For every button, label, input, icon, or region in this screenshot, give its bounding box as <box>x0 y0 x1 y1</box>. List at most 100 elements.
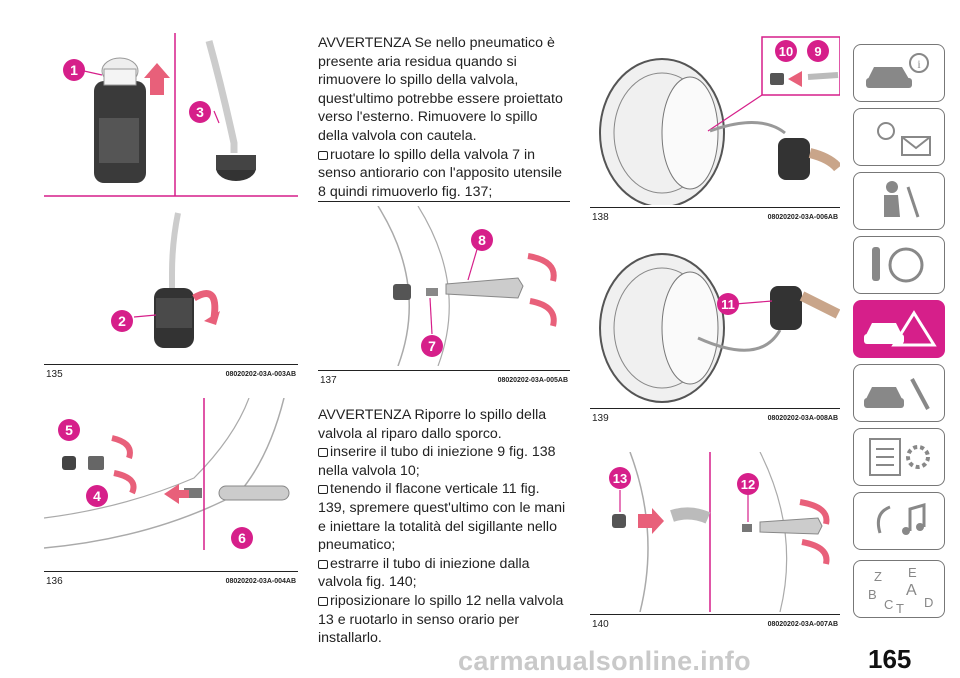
index-icon: Z E B A C T D <box>868 565 933 616</box>
multimedia-icon <box>876 503 926 535</box>
step-insert-tube: inserire il tubo di iniezione 9 fig. 138… <box>318 443 570 480</box>
figure-135-code: 08020202-03A-003AB <box>225 371 296 378</box>
figure-139-rule <box>590 408 840 409</box>
figure-136-number: 136 <box>46 576 63 587</box>
callout-5 <box>58 419 80 441</box>
figure-137-rule <box>318 370 570 371</box>
callout-10-label: 10 <box>779 44 793 59</box>
figure-136: 5 4 6 <box>43 397 298 550</box>
step-squeeze-bottle: tenendo il flacone verticale 11 fig. 139… <box>318 480 570 554</box>
callout-7 <box>421 335 443 357</box>
callout-7-label: 7 <box>428 338 436 354</box>
figure-136-illustration: 5 4 6 <box>43 397 298 550</box>
callout-3 <box>189 101 211 123</box>
callout-1 <box>63 59 85 81</box>
svg-text:i: i <box>917 57 921 71</box>
sidebar-tab-technical-data[interactable] <box>853 428 945 486</box>
figure-137-top-rule <box>318 201 570 202</box>
figure-140: 13 12 <box>590 451 840 613</box>
callout-13-label: 13 <box>613 471 627 486</box>
bullet-icon <box>318 596 328 606</box>
sidebar-tab-maintenance[interactable] <box>853 364 945 422</box>
callout-13 <box>609 467 631 489</box>
step-reinstall-pin: riposizionare lo spillo 12 nella valvola… <box>318 592 570 648</box>
callout-4 <box>86 485 108 507</box>
figure-138-number: 138 <box>592 212 609 223</box>
figure-135: 1 3 2 <box>44 33 298 361</box>
callout-12 <box>737 473 759 495</box>
steering-wheel-icon <box>872 247 924 283</box>
index-letter-e: E <box>908 565 917 580</box>
safety-icon <box>884 181 920 218</box>
sidebar-tab-emergency[interactable] <box>853 300 945 358</box>
callout-3-label: 3 <box>196 104 204 120</box>
figure-139-number: 139 <box>592 413 609 424</box>
figure-136-code: 08020202-03A-004AB <box>225 578 296 585</box>
callout-4-label: 4 <box>93 488 101 504</box>
sidebar-tab-car-info[interactable]: i <box>853 44 945 102</box>
warning-valve-pin: AVVERTENZA Se nello pneumatico è present… <box>318 35 563 144</box>
figure-138-rule <box>590 207 840 208</box>
callout-10 <box>775 40 797 62</box>
callout-11-label: 11 <box>721 297 735 312</box>
figure-139-illustration: 11 <box>599 253 841 403</box>
figure-136-rule <box>44 571 298 572</box>
callout-11 <box>717 293 739 315</box>
index-letter-d: D <box>924 595 933 610</box>
step-reinstall-pin-text: riposizionare lo spillo 12 nella valvola… <box>318 592 564 647</box>
index-letter-z: Z <box>874 569 882 584</box>
figure-137-number: 137 <box>320 375 337 386</box>
callout-12-label: 12 <box>741 477 755 492</box>
bullet-icon <box>318 448 328 458</box>
sidebar-tab-index[interactable]: Z E B A C T D <box>853 560 945 618</box>
figure-135-rule <box>44 364 298 365</box>
figure-135-number: 135 <box>46 369 63 380</box>
figure-138-code: 08020202-03A-006AB <box>767 214 838 221</box>
figure-137-code: 08020202-03A-005AB <box>497 377 568 384</box>
technical-data-icon <box>869 438 930 476</box>
step-squeeze-bottle-text: tenendo il flacone verticale 11 fig. 139… <box>318 481 566 554</box>
figure-140-illustration: 13 12 <box>609 451 830 613</box>
index-letter-a: A <box>906 582 917 599</box>
callout-2 <box>111 310 133 332</box>
page-number: 165 <box>868 644 912 674</box>
step-remove-valve-pin: ruotare lo spillo della valvola 7 in sen… <box>318 146 568 202</box>
figure-140-rule <box>590 614 840 615</box>
maintenance-icon <box>864 378 930 410</box>
bullet-icon <box>318 559 328 569</box>
sidebar-tab-multimedia[interactable] <box>853 492 945 550</box>
callout-2-label: 2 <box>118 313 126 329</box>
index-letter-b: B <box>868 587 877 602</box>
sidebar-tab-steering[interactable] <box>853 236 945 294</box>
bullet-icon <box>318 485 328 495</box>
text-column-top: AVVERTENZA Se nello pneumatico è present… <box>318 34 568 201</box>
index-letter-t: T <box>896 601 904 616</box>
callout-8 <box>471 229 493 251</box>
figure-138-illustration: 10 9 <box>599 36 842 208</box>
callout-9-label: 9 <box>814 44 821 59</box>
car-info-icon: i <box>866 53 929 88</box>
figure-139-code: 08020202-03A-008AB <box>767 415 838 422</box>
sidebar-tab-safety[interactable] <box>853 172 945 230</box>
callout-6-label: 6 <box>238 530 246 546</box>
callout-6 <box>231 527 253 549</box>
step-remove-tube: estrarre il tubo di iniezione dalla valv… <box>318 555 570 592</box>
step-insert-tube-text: inserire il tubo di iniezione 9 fig. 138… <box>318 444 556 479</box>
warning-lights-icon <box>877 122 931 156</box>
bullet-icon <box>318 150 328 160</box>
figure-137: 8 7 <box>318 205 570 367</box>
warning-store-valve-pin: AVVERTENZA Riporre lo spillo della valvo… <box>318 407 547 442</box>
index-letter-c: C <box>884 597 893 612</box>
step-remove-tube-text: estrarre il tubo di iniezione dalla valv… <box>318 555 530 591</box>
sidebar-tab-warning-lights[interactable] <box>853 108 945 166</box>
figure-140-code: 08020202-03A-007AB <box>767 621 838 628</box>
watermark: carmanualsonline.info <box>458 646 751 676</box>
figure-140-number: 140 <box>592 619 609 630</box>
figure-137-illustration: 8 7 <box>377 205 557 367</box>
callout-9 <box>807 40 829 62</box>
callout-8-label: 8 <box>478 232 486 248</box>
figure-138: 10 9 <box>590 33 842 208</box>
figure-139: 11 <box>590 246 841 406</box>
callout-5-label: 5 <box>65 422 73 438</box>
step-remove-valve-pin-text: ruotare lo spillo della valvola 7 in sen… <box>318 146 563 200</box>
